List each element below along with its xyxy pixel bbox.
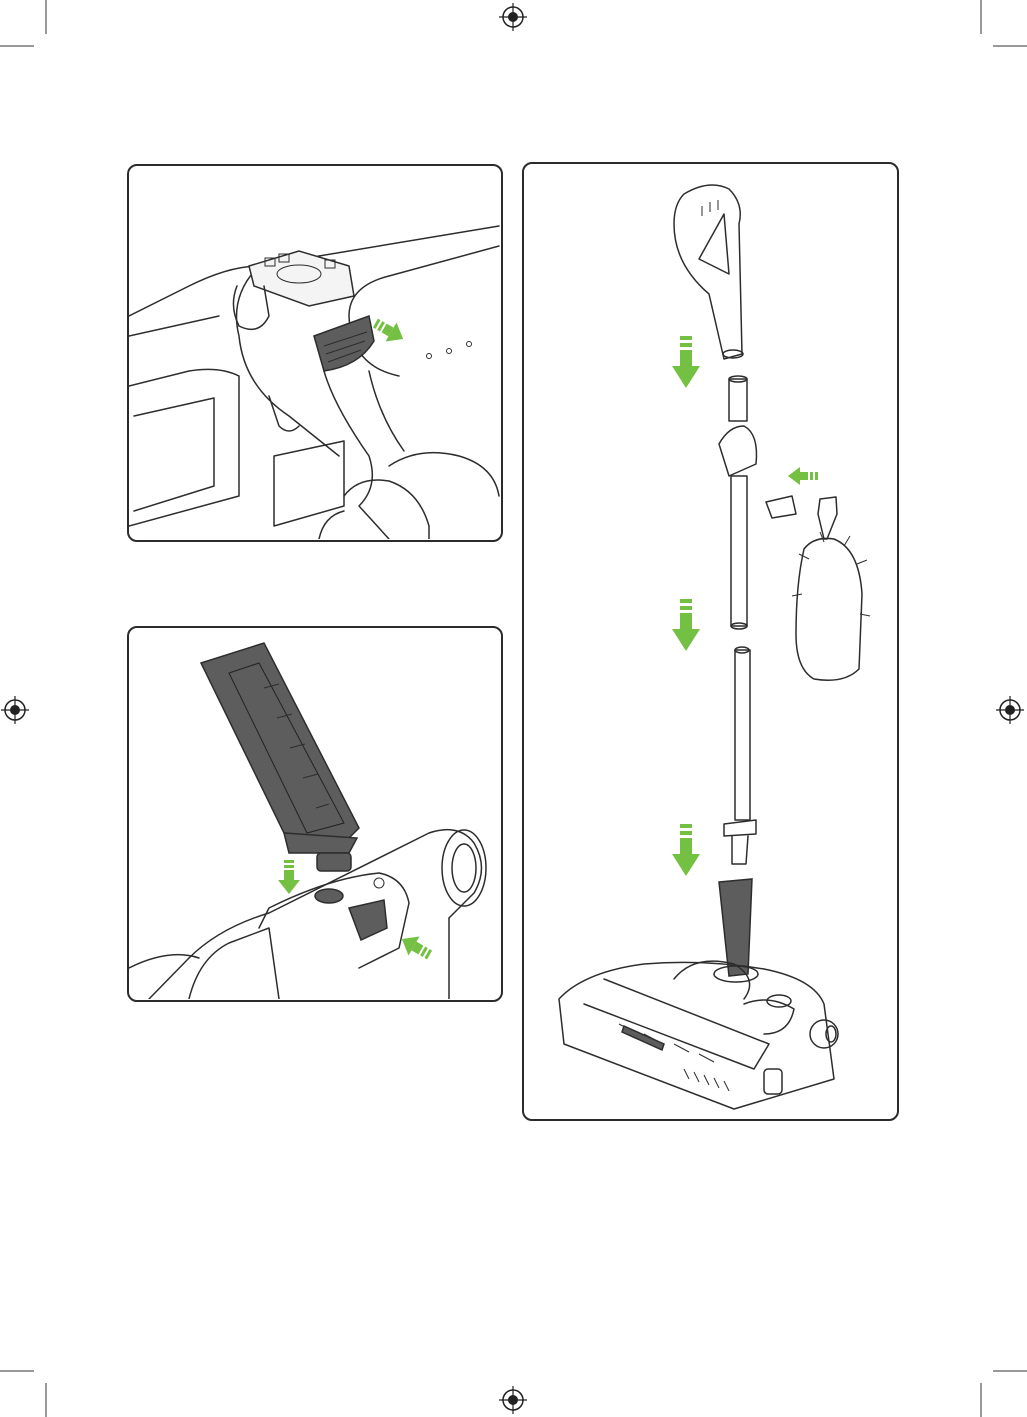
arrow-down-icon — [788, 467, 818, 485]
figure-battery-insert — [127, 626, 503, 1002]
battery-latch-illustration — [129, 166, 500, 539]
arrow-down-icon — [672, 336, 700, 388]
figure-battery-release — [127, 164, 503, 542]
battery-insert-illustration — [129, 628, 500, 999]
arrow-down-icon — [672, 599, 700, 651]
arrow-down-icon — [370, 313, 409, 348]
arrow-down-icon — [278, 860, 300, 894]
figure-assembly — [522, 162, 899, 1121]
vacuum-assembly-illustration — [524, 164, 896, 1118]
arrow-down-icon — [672, 824, 700, 876]
